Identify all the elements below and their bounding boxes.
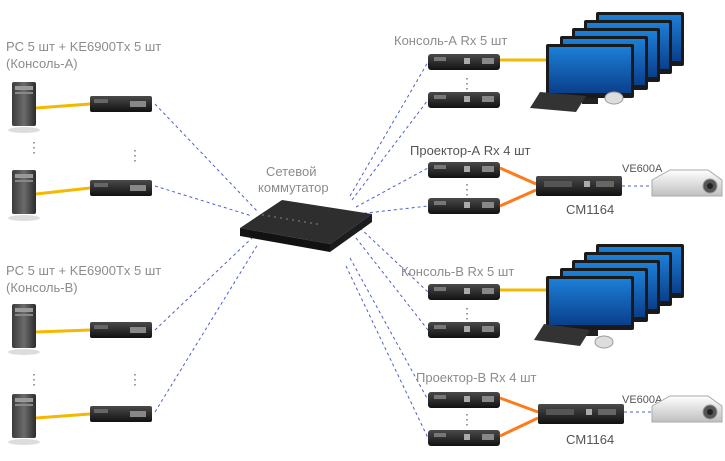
transmitter-icon: [90, 96, 152, 112]
transmitter-icon: [90, 322, 152, 338]
link-left-3: [154, 237, 253, 331]
receiver-icon: [428, 392, 500, 408]
link-right-4: [357, 205, 429, 215]
console-b-label: Консоль-В Rx 5 шт: [401, 264, 514, 279]
keyboard-icon: [534, 324, 590, 346]
receiver-icon: [428, 284, 500, 300]
ellipsis-dots: ⋮: [27, 371, 41, 387]
pc-group-b-title: PC 5 шт + KE6900Tx 5 шт: [6, 263, 161, 278]
link-left-1: [154, 103, 259, 213]
video-cable: [499, 188, 537, 208]
receiver-icon: [428, 162, 500, 178]
transmitter-icon: [90, 180, 152, 196]
monitor-stack-b: [546, 244, 684, 336]
cm1164-device: [536, 176, 622, 196]
pc-icon: [8, 82, 40, 133]
keyboard-icon: [530, 92, 586, 112]
video-cable: [499, 166, 537, 186]
transmitter-icon: [90, 406, 152, 422]
link-right-2: [351, 99, 429, 201]
pc-group-a-subtitle: (Консоль-А): [6, 56, 78, 71]
ellipsis-dots: ⋮: [460, 305, 474, 321]
link-right-3: [355, 167, 429, 208]
cm-a-label: CM1164: [566, 202, 614, 217]
projector-icon: [651, 395, 723, 423]
receiver-icon: [428, 54, 500, 70]
kvm-cable: [35, 102, 91, 110]
mouse-icon: [594, 335, 614, 349]
link-right-6: [355, 237, 429, 331]
pc-group-a-title: PC 5 шт + KE6900Tx 5 шт: [6, 39, 161, 54]
pc-icon: [8, 304, 40, 355]
receiver-icon: [428, 430, 500, 446]
ellipsis-dots: ⋮: [460, 75, 474, 91]
link-right-1: [349, 61, 429, 197]
video-cable: [499, 416, 539, 438]
link-left-4: [154, 243, 259, 413]
ellipsis-dots: ⋮: [27, 139, 41, 155]
ve-a-label: VE600A: [622, 163, 663, 175]
pc-icon: [8, 394, 40, 445]
receiver-icon: [428, 92, 500, 108]
kvm-cable: [35, 186, 91, 196]
kvm-cable: [35, 412, 91, 420]
cm-b-label: CM1164: [566, 432, 614, 447]
video-cable: [499, 396, 539, 414]
link-right-5: [359, 227, 429, 293]
kvm-cable: [35, 328, 91, 334]
network-links-left: [154, 103, 259, 413]
pc-icon: [8, 170, 40, 221]
ellipsis-dots: ⋮: [128, 147, 142, 163]
cm1164-device: [538, 404, 624, 424]
console-a-label: Консоль-А Rx 5 шт: [394, 33, 507, 48]
pc-group-b-subtitle: (Консоль-В): [6, 280, 78, 295]
switch-label-line2: коммутатор: [258, 180, 329, 195]
projector-a-label: Проектор-А Rx 4 шт: [410, 143, 531, 158]
network-links-right: [345, 61, 429, 439]
monitor-stack-a: [546, 12, 684, 104]
ellipsis-dots: ⋮: [460, 411, 474, 427]
ellipsis-dots: ⋮: [460, 181, 474, 197]
mouse-icon: [604, 91, 624, 105]
projector-icon: [651, 169, 723, 197]
projector-b-label: Проектор-В Rx 4 шт: [416, 370, 537, 385]
switch-label-line1: Сетевой: [266, 164, 316, 179]
receiver-icon: [428, 198, 500, 214]
link-left-2: [154, 185, 253, 217]
receiver-icon: [428, 322, 500, 338]
ellipsis-dots: ⋮: [128, 371, 142, 387]
link-right-8: [345, 265, 429, 439]
ve-b-label: VE600A: [622, 394, 663, 406]
network-switch: [240, 200, 372, 252]
